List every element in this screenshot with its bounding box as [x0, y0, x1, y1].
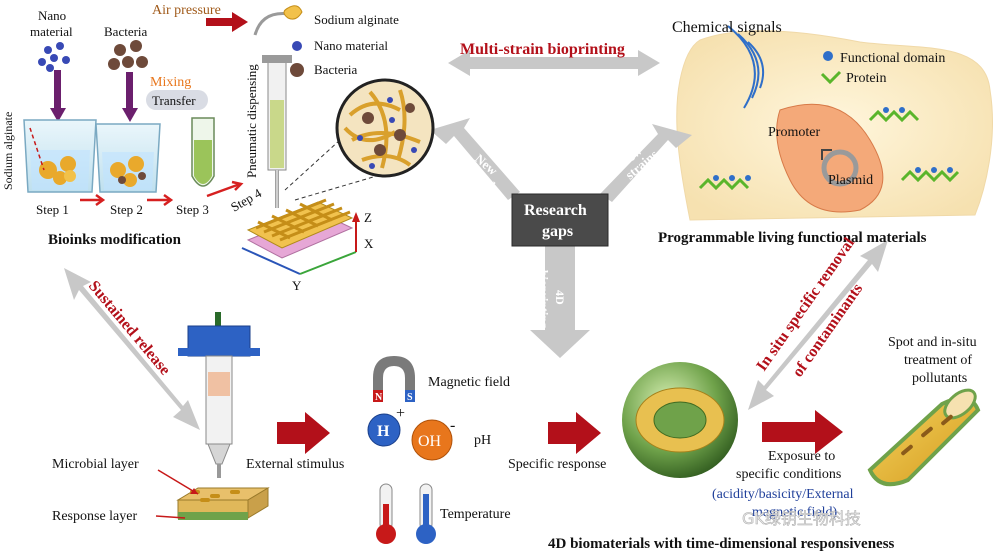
- microbial-layer-label: Microbial layer: [52, 457, 139, 472]
- chemical-signals-label: Chemical signals: [672, 19, 782, 36]
- nano-material-label-1: Nano: [38, 8, 66, 23]
- h-plus-label: +: [396, 405, 405, 422]
- mixing-label: Mixing: [150, 75, 191, 90]
- connector-arrows: [64, 50, 888, 430]
- ph-label: pH: [474, 433, 491, 448]
- response-block: [176, 487, 270, 520]
- step-arrows: [80, 180, 244, 207]
- 4d-bioprinting-arrow: [530, 238, 590, 358]
- protein-chains: [698, 109, 960, 191]
- spot-treatment-label-1: Spot and in-situ: [888, 335, 977, 350]
- h-ion-icon: [367, 413, 401, 447]
- thermometer-cold-icon: [376, 483, 396, 544]
- dispensing-syringe: [178, 312, 260, 478]
- external-stimulus-label: External stimulus: [246, 457, 344, 472]
- sodium-alginate-vertical-label: Sodium alginate: [1, 112, 15, 190]
- test-tube: [191, 117, 215, 187]
- spot-treatment-label-3: pollutants: [912, 371, 967, 386]
- axis-x-label: X: [364, 236, 374, 251]
- magnet-s-label: S: [407, 392, 413, 403]
- nano-material-label-2: material: [30, 24, 73, 39]
- research-gaps-label-2: gaps: [542, 223, 573, 240]
- axis-z-label: Z: [364, 210, 372, 225]
- temperature-label: Temperature: [440, 507, 511, 522]
- sustained-release-arrow: [64, 268, 200, 430]
- exposure-label-2: specific conditions: [736, 467, 841, 482]
- specific-response-label: Specific response: [508, 457, 606, 472]
- bacteria-plunger: [126, 72, 133, 110]
- programmable-label: Programmable living functional materials: [658, 230, 927, 246]
- bioinks-modification-label: Bioinks modification: [48, 232, 182, 248]
- response-layer-label: Response layer: [52, 509, 137, 524]
- axis-y-label: Y: [292, 278, 302, 293]
- legend-nano-material-label: Nano material: [314, 38, 388, 53]
- plasmid-icon: [821, 149, 859, 187]
- 4d-bioprinting-label-2: bioprinting: [537, 270, 551, 328]
- beaker-1: [23, 119, 97, 193]
- research-gaps-box: [511, 193, 609, 247]
- step2-label: Step 2: [110, 202, 143, 217]
- transfer-label: Transfer: [152, 93, 196, 108]
- magnet-icon: [373, 356, 415, 402]
- oh-minus-label: -: [450, 417, 455, 434]
- research-gaps-label-1: Research: [524, 202, 587, 219]
- legend-sodium-alginate-label: Sodium alginate: [314, 12, 399, 27]
- specific-response-arrow: [548, 412, 601, 454]
- oh-ion-label: OH: [418, 433, 442, 450]
- exposure-arrow: [762, 410, 843, 454]
- oh-ion-icon: [411, 419, 453, 461]
- nano-dots: [38, 42, 70, 72]
- plasmid-label: Plasmid: [828, 173, 873, 188]
- h-ion-label: H: [377, 423, 390, 440]
- step4-label: Step 4: [228, 185, 264, 215]
- new-strains-arrow: [600, 124, 692, 202]
- air-pressure-label: Air pressure: [152, 3, 221, 18]
- legend-bacteria-label: Bacteria: [314, 62, 358, 77]
- responsive-sphere: [622, 362, 738, 478]
- pneumatic-syringe: [262, 55, 292, 208]
- multi-strain-arrow: [448, 50, 660, 76]
- nano-plunger: [54, 70, 61, 110]
- printed-scaffold: [241, 198, 360, 275]
- exposure-label-1: Exposure to: [768, 449, 835, 464]
- functional-domain-label: Functional domain: [840, 51, 945, 66]
- multi-strain-label: Multi-strain bioprinting: [460, 41, 625, 58]
- legend-nano-material-icon: [292, 41, 302, 51]
- legend-bacteria-icon: [290, 63, 304, 77]
- external-stimulus-arrow: [277, 412, 330, 454]
- protein-label: Protein: [846, 71, 886, 86]
- exposure-label-4: magnetic field): [752, 505, 837, 520]
- watermark-label: GK绿钥生物科技: [742, 509, 861, 528]
- chemical-signal-waves: [727, 25, 764, 109]
- pneumatic-dispensing-label: Pneumatic dispensing: [244, 64, 259, 178]
- four-d-biomaterials-label: 4D biomaterials with time-dimensional re…: [548, 536, 895, 552]
- new-bioinks-arrow: [430, 118, 520, 200]
- beaker-2: [95, 123, 161, 193]
- functional-domain-icon: [823, 51, 833, 61]
- 4d-bioprinting-label-1: 4D: [553, 290, 567, 305]
- step1-label: Step 1: [36, 202, 69, 217]
- magnet-n-label: N: [375, 392, 383, 403]
- step3-label: Step 3: [176, 202, 209, 217]
- thermometer-hot-icon: [416, 483, 436, 544]
- in-situ-removal-arrow: [748, 240, 888, 410]
- zoom-circle: [335, 78, 435, 178]
- exposure-label-3: (acidity/basicity/External: [712, 487, 854, 502]
- air-pressure-arrow: [206, 12, 248, 32]
- spot-treatment-label-2: treatment of: [904, 353, 972, 368]
- sustained-release-label: Sustained release: [85, 278, 174, 379]
- protein-icon: [820, 70, 842, 85]
- red-process-arrows: [206, 12, 843, 454]
- bacteria-dots: [108, 40, 148, 70]
- promoter-label: Promoter: [768, 125, 820, 140]
- magnetic-field-label: Magnetic field: [428, 375, 510, 390]
- legend-sodium-alginate-icon: [283, 5, 303, 20]
- transfer-bubble: [146, 90, 208, 110]
- pollutant-tube: [867, 388, 981, 487]
- bacteria-label: Bacteria: [104, 24, 148, 39]
